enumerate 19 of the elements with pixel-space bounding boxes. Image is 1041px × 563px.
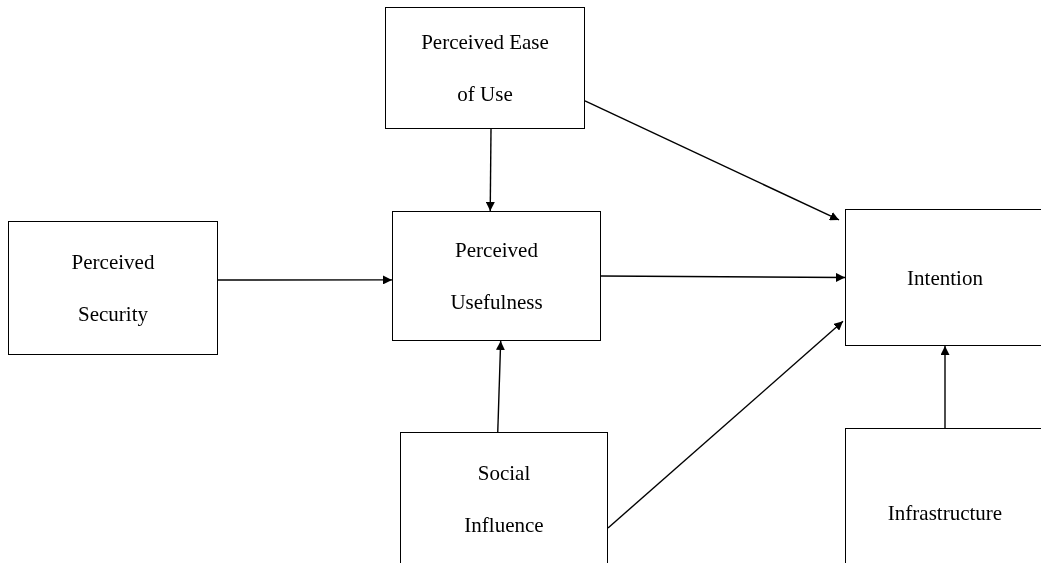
arrow [495,340,505,433]
arrow [600,272,846,282]
construct-box [392,211,601,341]
construct-box [385,7,585,129]
construct-box [400,432,608,563]
construct-label: Intention [906,264,984,292]
construct-box [8,221,218,355]
construct-label: Social Influence [463,460,545,539]
arrow [584,100,840,221]
construct-label: Perceived Ease of Use [420,29,550,108]
arrow [485,128,495,212]
construct-box [845,428,1041,563]
arrow [607,320,844,529]
construct-box [845,209,1041,346]
construct-label: Infrastructure [886,500,1004,527]
construct-label: Perceived Security [70,249,156,328]
arrow [940,345,950,429]
construct-label: Perceived Usefulness [449,237,544,316]
arrow [217,275,393,285]
